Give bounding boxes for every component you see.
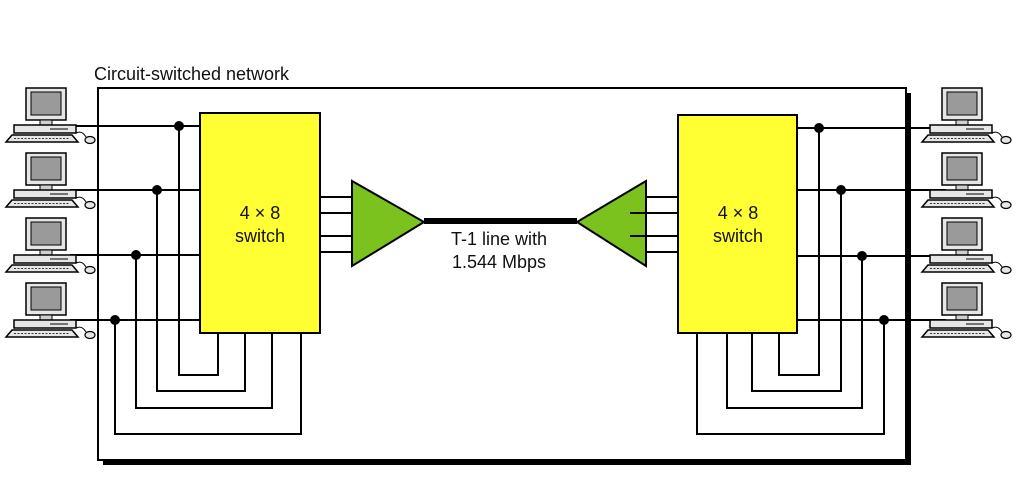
junction-dot	[174, 121, 184, 131]
left-junctions	[110, 121, 184, 325]
desktop-computer-icon	[5, 282, 96, 340]
junction-dot	[131, 250, 141, 260]
right-switch-box	[677, 114, 798, 334]
desktop-computer-icon	[5, 152, 96, 210]
left-switch-box	[199, 112, 321, 334]
desktop-computer-icon	[5, 87, 96, 145]
junction-dot	[110, 315, 120, 325]
desktop-computer-icon	[921, 87, 1012, 145]
left-multiplexer	[351, 179, 426, 268]
trunk-label-line1: T-1 line with	[450, 229, 548, 249]
junction-dot	[814, 123, 824, 133]
left-access-wiring	[70, 125, 302, 435]
desktop-computer-icon	[921, 282, 1012, 340]
junction-dot	[879, 315, 889, 325]
left-switch-size: 4 × 8	[239, 203, 281, 223]
network-title: Circuit-switched network	[94, 64, 290, 84]
desktop-computer-icon	[921, 152, 1012, 210]
left-switch-label: switch	[234, 226, 286, 246]
right-mux-outputs	[630, 196, 678, 253]
right-junctions	[814, 123, 889, 325]
trunk-label-line2: 1.544 Mbps	[451, 252, 547, 272]
right-switch-label: switch	[712, 226, 764, 246]
desktop-computer-icon	[921, 217, 1012, 275]
junction-dot	[857, 251, 867, 261]
junction-dot	[152, 185, 162, 195]
right-multiplexer	[575, 179, 647, 268]
right-switch-size: 4 × 8	[717, 203, 759, 223]
right-access-wiring	[696, 127, 946, 435]
junction-dot	[836, 185, 846, 195]
desktop-computer-icon	[5, 217, 96, 275]
